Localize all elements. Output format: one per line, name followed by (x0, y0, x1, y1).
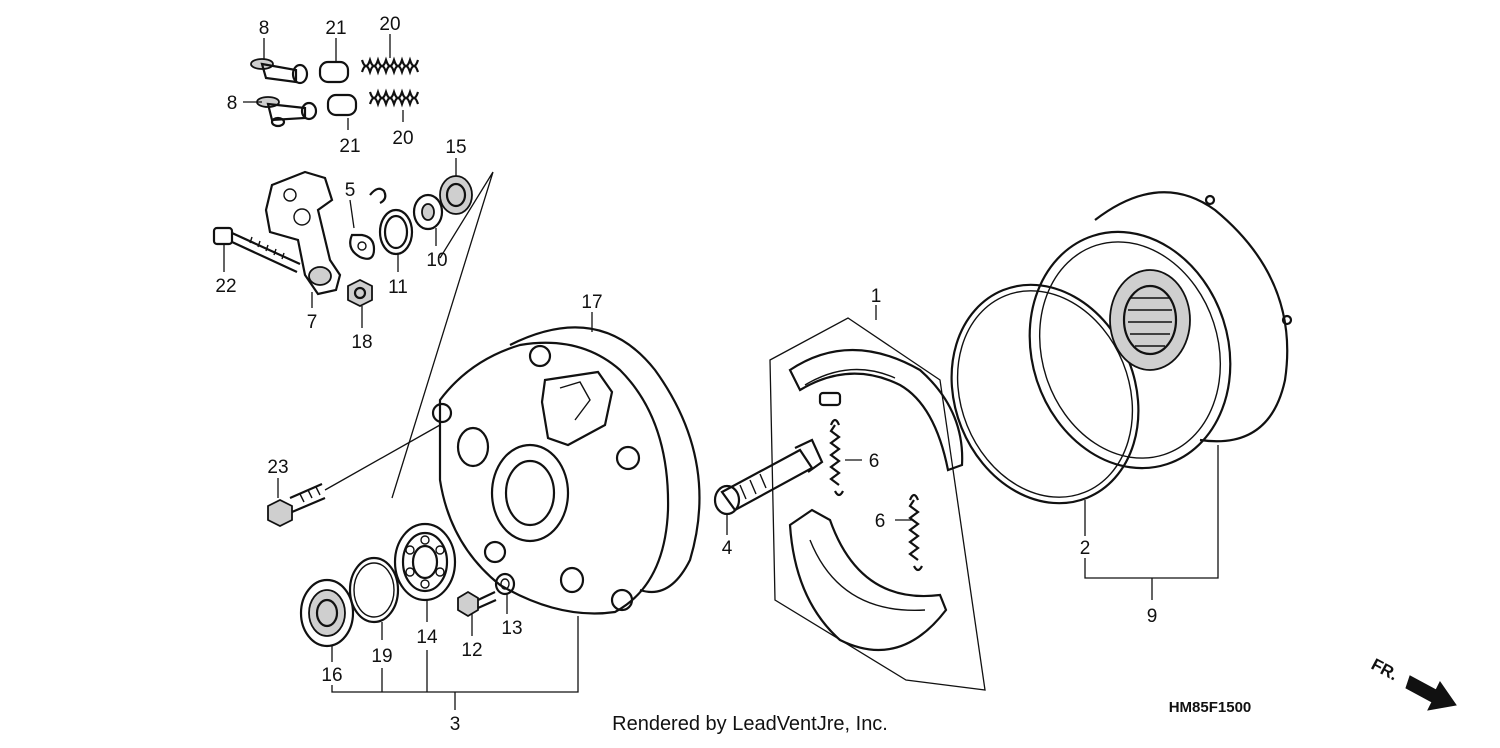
brake-shoe-upper (788, 349, 964, 472)
callout-4: 4 (722, 538, 733, 559)
callout-18: 18 (351, 332, 372, 353)
spring-20-upper (360, 56, 420, 76)
callout-8-upper: 8 (259, 18, 270, 39)
washer-13 (494, 572, 516, 596)
callout-7: 7 (307, 312, 318, 333)
spring-20-lower (368, 88, 420, 108)
callout-2: 2 (1080, 538, 1091, 559)
callout-14: 14 (416, 627, 438, 648)
callout-11: 11 (388, 277, 408, 298)
bolt-22 (212, 226, 301, 273)
callout-13: 13 (501, 618, 522, 639)
callout-19: 19 (371, 646, 392, 667)
brake-shoe-lower (788, 508, 948, 652)
callout-20-lower: 20 (392, 128, 413, 149)
callout-21-lower: 21 (339, 136, 360, 157)
callout-15: 15 (445, 137, 466, 158)
bolt-12 (457, 590, 497, 618)
arrow-right-icon (1405, 675, 1457, 711)
circlip-19 (348, 556, 400, 624)
spring-5 (349, 233, 376, 260)
callout-23: 23 (267, 457, 288, 478)
seal-15 (439, 175, 473, 215)
bearing-14 (393, 522, 457, 602)
diagram-code: HM85F1500 (1169, 699, 1252, 716)
o-ring-17 (509, 326, 701, 594)
callout-12: 12 (461, 640, 482, 661)
brake-lever-7 (264, 170, 342, 296)
brake-arm-8-upper (250, 58, 309, 85)
return-spring-11 (369, 187, 414, 256)
callout-10: 10 (426, 250, 447, 271)
collar-21-upper (318, 60, 350, 84)
brake-cam-4 (713, 438, 824, 516)
front-direction-label: FR. (1368, 655, 1401, 685)
brake-panel (431, 341, 670, 615)
assembly-guide-line (391, 171, 494, 499)
spring-6-lower (908, 493, 923, 572)
callout-8-lower: 8 (227, 93, 238, 114)
spring-6-upper (829, 418, 844, 497)
bolt-23 (267, 424, 441, 528)
callout-labels: 8 21 20 8 21 20 15 5 10 11 22 7 18 17 1 … (215, 14, 1157, 735)
callout-21-upper: 21 (325, 18, 346, 39)
callout-20-upper: 20 (379, 14, 400, 35)
shoe-group-box (769, 317, 986, 691)
brake-arm-8-lower (256, 96, 318, 128)
callout-6-upper: 6 (869, 451, 880, 472)
oil-seal-16 (299, 578, 355, 648)
callout-22: 22 (215, 276, 236, 297)
callout-3: 3 (450, 714, 461, 735)
nut-18 (347, 278, 373, 308)
leader-lines (223, 34, 1219, 710)
callout-1: 1 (871, 286, 882, 307)
collar-21-lower (326, 93, 358, 117)
callout-6-lower: 6 (875, 511, 886, 532)
callout-5: 5 (345, 180, 356, 201)
brake-drum-9 (1028, 191, 1293, 470)
watermark-text: Rendered by LeadVentJre, Inc. (612, 713, 888, 735)
callout-16: 16 (321, 665, 342, 686)
washer-10 (412, 193, 444, 231)
callout-17: 17 (581, 292, 602, 313)
front-direction-arrow: FR. (1368, 655, 1457, 711)
callout-9: 9 (1147, 606, 1158, 627)
